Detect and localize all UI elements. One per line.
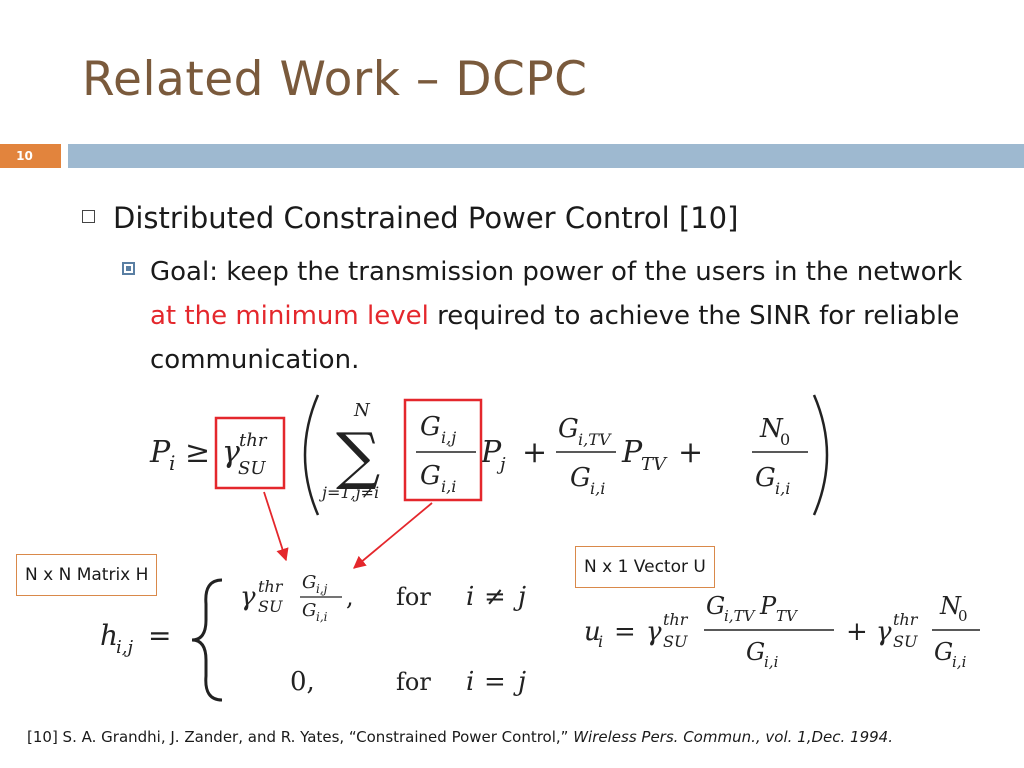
- slide-number-text: 10: [16, 149, 33, 163]
- svg-text:i,j: i,j: [116, 637, 133, 658]
- title-divider-band: [68, 144, 1024, 168]
- svg-text:γ: γ: [876, 617, 892, 647]
- svg-text:i: i: [598, 632, 603, 651]
- svg-text:+: +: [678, 435, 703, 470]
- bullet-level2: Goal: keep the transmission power of the…: [150, 250, 980, 382]
- svg-text:P: P: [149, 435, 171, 470]
- svg-text:γ: γ: [222, 435, 240, 470]
- gain-ratio-highlight-box: [403, 398, 483, 502]
- bullet-level2-text-after: required to achieve the SINR for reliabl…: [150, 301, 960, 375]
- power-inequality: P i ≥ γ thr SU ∑ N j=1,j≠i G i,j G i,i P…: [149, 394, 829, 516]
- svg-text:G: G: [302, 600, 316, 621]
- svg-text:N: N: [353, 400, 371, 421]
- svg-text:=: =: [614, 617, 636, 647]
- svg-text:TV: TV: [641, 454, 668, 475]
- svg-text:≥: ≥: [185, 435, 210, 470]
- svg-text:h: h: [100, 619, 118, 652]
- svg-text:j: j: [496, 454, 506, 475]
- svg-text:thr: thr: [258, 577, 284, 596]
- svg-text:i,i: i,i: [952, 653, 967, 671]
- svg-text:,: ,: [346, 583, 354, 611]
- svg-text:G: G: [302, 572, 316, 593]
- svg-text:P: P: [480, 435, 502, 470]
- reference-source: Wireless Pers. Commun., vol. 1,Dec. 1994…: [573, 728, 893, 746]
- vector-u-label: N x 1 Vector U: [575, 546, 715, 588]
- svg-text:TV: TV: [776, 607, 799, 625]
- svg-text:i,i: i,i: [764, 653, 779, 671]
- svg-text:i,TV: i,TV: [578, 430, 612, 449]
- svg-text:P: P: [759, 592, 777, 620]
- svg-text:=: =: [484, 667, 506, 697]
- svg-text:G: G: [558, 414, 579, 444]
- svg-text:for: for: [396, 583, 431, 611]
- bullet-level2-text-before: Goal: keep the transmission power of the…: [150, 257, 963, 287]
- svg-text:i,TV: i,TV: [724, 607, 757, 625]
- svg-text:0,: 0,: [290, 667, 315, 697]
- svg-text:j: j: [513, 582, 526, 612]
- svg-text:SU: SU: [893, 632, 918, 651]
- vector-u-definition: u i = γ thr SU G i,TV P TV G i,i + γ thr…: [584, 592, 980, 671]
- svg-text:i,i: i,i: [590, 479, 605, 498]
- matrix-h-definition: h i,j = γ thr SU G i,j G i,i , for i ≠ j…: [100, 572, 526, 702]
- svg-text:N: N: [939, 592, 962, 620]
- svg-text:thr: thr: [893, 610, 919, 629]
- svg-text:i,i: i,i: [775, 479, 790, 498]
- svg-text:G: G: [420, 461, 441, 491]
- svg-text:G: G: [746, 638, 765, 666]
- svg-text:+: +: [522, 435, 547, 470]
- svg-text:γ: γ: [646, 617, 662, 647]
- filled-square-bullet-icon: [122, 262, 135, 275]
- arrow-gain-ratio: [353, 502, 433, 569]
- svg-text:G: G: [934, 638, 953, 666]
- reference-text: [10] S. A. Grandhi, J. Zander, and R. Ya…: [27, 728, 574, 746]
- svg-text:0: 0: [958, 607, 968, 625]
- gamma-highlight-box: [214, 416, 286, 490]
- slide-number: 10: [0, 144, 61, 168]
- arrow-gamma: [263, 491, 289, 562]
- svg-text:γ: γ: [240, 582, 256, 612]
- svg-text:0: 0: [780, 430, 790, 449]
- svg-text:i,j: i,j: [316, 582, 328, 596]
- svg-text:P: P: [621, 435, 643, 470]
- svg-text:G: G: [570, 463, 591, 493]
- svg-text:SU: SU: [258, 597, 283, 616]
- svg-text:i,i: i,i: [441, 477, 456, 496]
- svg-text:for: for: [396, 668, 431, 696]
- svg-text:=: =: [148, 619, 171, 652]
- svg-text:G: G: [420, 412, 441, 442]
- reference-citation: [10] S. A. Grandhi, J. Zander, and R. Ya…: [27, 728, 893, 746]
- svg-text:i,j: i,j: [441, 428, 456, 447]
- svg-text:i,i: i,i: [316, 610, 328, 624]
- svg-text:thr: thr: [239, 430, 268, 451]
- matrix-h-label: N x N Matrix H: [16, 554, 158, 596]
- svg-text:+: +: [846, 617, 868, 647]
- svg-text:j: j: [513, 667, 526, 697]
- bullet-level1-text: Distributed Constrained Power Control [1…: [113, 201, 739, 235]
- svg-text:thr: thr: [663, 610, 689, 629]
- bullet-level2-highlight: at the minimum level: [150, 301, 429, 331]
- svg-text:j=1,j≠i: j=1,j≠i: [319, 483, 379, 502]
- hollow-square-bullet-icon: [82, 210, 95, 223]
- svg-text:i: i: [169, 451, 175, 475]
- bullet-level1: Distributed Constrained Power Control [1…: [82, 201, 738, 235]
- svg-text:SU: SU: [238, 458, 266, 479]
- svg-text:∑: ∑: [336, 419, 380, 492]
- slide-title: Related Work – DCPC: [82, 52, 588, 107]
- svg-text:G: G: [755, 463, 776, 493]
- svg-text:≠: ≠: [484, 582, 506, 612]
- svg-text:i: i: [466, 667, 474, 697]
- svg-text:G: G: [706, 592, 725, 620]
- svg-text:N: N: [759, 414, 784, 444]
- svg-text:i: i: [466, 582, 474, 612]
- svg-text:u: u: [584, 617, 601, 647]
- svg-text:SU: SU: [663, 632, 688, 651]
